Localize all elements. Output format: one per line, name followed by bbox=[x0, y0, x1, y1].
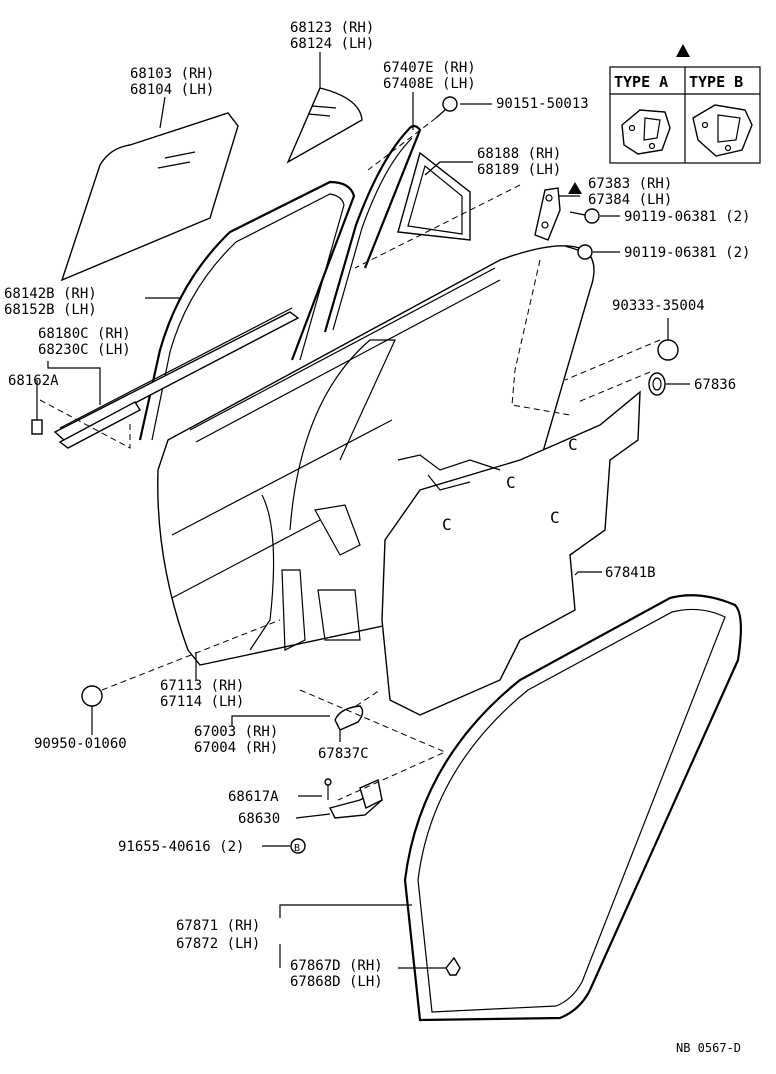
door-check-68630 bbox=[324, 778, 383, 819]
label-68162a: 68162A bbox=[8, 373, 59, 389]
door-weatherstrip-67871 bbox=[403, 594, 742, 1022]
letter-c-marker: C bbox=[550, 508, 560, 527]
label-67408e: 67408E (LH) bbox=[383, 76, 476, 92]
glass-run-68142b bbox=[138, 180, 356, 441]
clip-67867d bbox=[445, 956, 461, 976]
label-68180c: 68180C (RH) bbox=[38, 326, 131, 342]
division-bar-67407e bbox=[323, 124, 422, 333]
label-68188: 68188 (RH) bbox=[477, 146, 561, 162]
type-selection-box: TYPE A TYPE B bbox=[609, 44, 761, 164]
reference-dashed-lines bbox=[39, 117, 661, 801]
label-67867d: 67867D (RH) bbox=[290, 958, 383, 974]
hinge-67383 bbox=[534, 187, 561, 241]
label-67003: 67003 (RH) bbox=[194, 724, 278, 740]
leader-lines bbox=[36, 52, 690, 969]
label-67841b: 67841B bbox=[605, 565, 656, 581]
bolt-91655: B bbox=[290, 838, 306, 854]
label-68152b: 68152B (LH) bbox=[4, 302, 97, 318]
label-67113: 67113 (RH) bbox=[160, 678, 244, 694]
label-90151: 90151-50013 bbox=[496, 96, 589, 112]
letter-c-marker: C bbox=[442, 515, 452, 534]
label-68617a: 68617A bbox=[228, 789, 279, 805]
triangle-icon bbox=[676, 44, 690, 57]
label-67004: 67004 (RH) bbox=[194, 740, 278, 756]
label-67872: 67872 (LH) bbox=[176, 936, 260, 952]
plug-90333 bbox=[657, 339, 679, 361]
quarter-window-68188 bbox=[397, 151, 471, 241]
letter-c-marker: C bbox=[568, 435, 578, 454]
label-68103: 68103 (RH) bbox=[130, 66, 214, 82]
clip-68162a bbox=[31, 390, 43, 435]
label-90333: 90333-35004 bbox=[612, 298, 705, 314]
door-glass-68103 bbox=[60, 112, 239, 282]
label-91655: 91655-40616 (2) bbox=[118, 839, 244, 855]
label-68142b: 68142B (RH) bbox=[4, 286, 97, 302]
label-67871: 67871 (RH) bbox=[176, 918, 260, 934]
label-90119-lower: 90119-06381 (2) bbox=[624, 245, 750, 261]
bolt-90119-upper bbox=[569, 208, 600, 224]
label-68630: 68630 bbox=[238, 811, 280, 827]
label-68104: 68104 (LH) bbox=[130, 82, 214, 98]
type-b-label: TYPE B bbox=[689, 73, 743, 91]
reference-number: NB 0567-D bbox=[676, 1041, 741, 1055]
hinge-type-a-drawing bbox=[621, 109, 671, 155]
type-a-label: TYPE A bbox=[614, 73, 668, 91]
letter-c-marker: C bbox=[506, 473, 516, 492]
clip-67837c bbox=[334, 705, 364, 731]
part-labels: 68123 (RH) 68124 (LH) 68103 (RH) 68104 (… bbox=[4, 20, 750, 1055]
c-markers: C C C C bbox=[442, 435, 578, 534]
label-68189: 68189 (LH) bbox=[477, 162, 561, 178]
circle-b-marker: B bbox=[294, 843, 300, 854]
hinge-type-b-drawing bbox=[692, 104, 753, 157]
screw-90151 bbox=[435, 96, 458, 119]
label-68123: 68123 (RH) bbox=[290, 20, 374, 36]
service-hole-cover-67841b bbox=[381, 390, 641, 716]
label-68230c: 68230C (LH) bbox=[38, 342, 131, 358]
plug-90950 bbox=[81, 685, 103, 707]
label-90950: 90950-01060 bbox=[34, 736, 127, 752]
quarter-glass-68123 bbox=[286, 87, 363, 164]
label-67114: 67114 (LH) bbox=[160, 694, 244, 710]
label-67836: 67836 bbox=[694, 377, 736, 393]
bolt-90119-lower bbox=[564, 244, 593, 260]
label-90119-upper: 90119-06381 (2) bbox=[624, 209, 750, 225]
triangle-icon bbox=[568, 182, 582, 194]
label-67407e: 67407E (RH) bbox=[383, 60, 476, 76]
label-67384: 67384 (LH) bbox=[588, 192, 672, 208]
label-67868d: 67868D (LH) bbox=[290, 974, 383, 990]
weatherstrip-68180c bbox=[53, 307, 300, 449]
label-67837c: 67837C bbox=[318, 746, 369, 762]
grommet-67836 bbox=[648, 372, 666, 396]
label-67383: 67383 (RH) bbox=[588, 176, 672, 192]
label-68124: 68124 (LH) bbox=[290, 36, 374, 52]
